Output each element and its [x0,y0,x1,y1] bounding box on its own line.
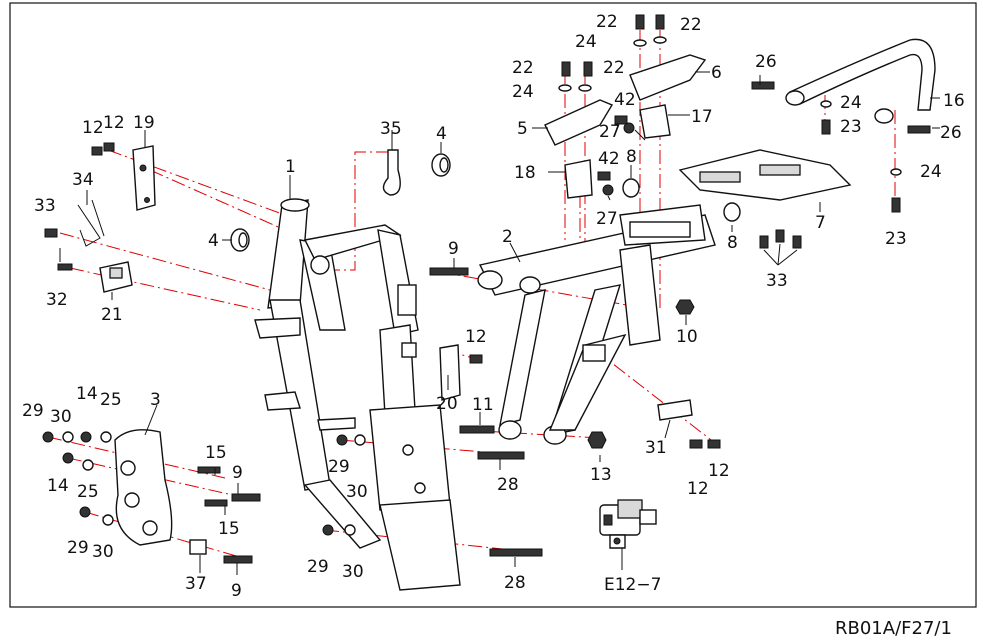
callout-26b: 26 [940,123,962,143]
callout-12a: 12 [82,118,104,138]
callout-10: 10 [676,327,698,347]
rear-subframe [477,204,716,445]
callout-42a: 42 [614,90,636,110]
callout-5: 5 [517,119,528,139]
callout-22d: 22 [603,58,625,78]
callout-34: 34 [72,170,94,190]
callout-22a: 22 [596,12,618,32]
callout-12c: 12 [465,327,487,347]
callout-3: 3 [150,390,161,410]
callout-12b: 12 [103,113,125,133]
callout-28b: 28 [504,573,526,593]
wire-clip-34 [77,199,105,247]
callout-35: 35 [380,119,402,139]
callout-9b: 9 [232,463,243,483]
callout-24c: 24 [840,93,862,113]
callout-4a: 4 [208,231,219,251]
callout-7: 7 [815,213,826,233]
callout-28a: 28 [497,475,519,495]
callout-9a: 9 [448,239,459,259]
grab-handle-16 [788,38,936,111]
callout-29b: 29 [67,538,89,558]
callout-4b: 4 [436,124,447,144]
callout-20: 20 [436,394,458,414]
bracket-17 [639,104,671,139]
callout-24b: 24 [512,82,534,102]
callout-6: 6 [711,63,722,83]
callout-19: 19 [133,113,155,133]
left-parts [44,142,451,293]
callout-30d: 30 [342,562,364,582]
main-frame [254,198,461,591]
diagram-border [9,2,977,608]
callout-1: 1 [285,157,296,177]
callout-21: 21 [101,305,123,325]
skid-plate-3 [114,429,173,546]
bracket-20 [439,344,461,401]
bracket-18 [564,159,593,199]
sensor-e12 [599,499,657,549]
bracket-5 [544,99,614,146]
assembly-lines [47,30,896,561]
callout-24d: 24 [920,162,942,182]
callout-30a: 30 [50,407,72,427]
callout-29c: 29 [328,457,350,477]
callout-9c: 9 [231,581,242,601]
callout-24a: 24 [575,32,597,52]
callout-37: 37 [185,574,207,594]
callout-11: 11 [472,395,494,415]
grommet-4b [431,153,451,177]
callout-25a: 25 [100,390,122,410]
callout-14b: 14 [47,476,69,496]
callout-22b: 22 [680,15,702,35]
mid-hardware [322,267,721,557]
bracket-6 [629,54,707,101]
callout-23b: 23 [885,229,907,249]
callout-30c: 30 [346,482,368,502]
callout-8a: 8 [626,147,637,167]
callout-31: 31 [645,438,667,458]
clamp-35 [382,149,401,196]
callout-22c: 22 [512,58,534,78]
callout-e12: E12−7 [604,575,661,595]
callout-13: 13 [590,465,612,485]
callout-18: 18 [514,163,536,183]
callout-2: 2 [502,227,513,247]
callout-29a: 29 [22,401,44,421]
bracket-31 [657,399,693,421]
callout-17: 17 [691,107,713,127]
upper-right-parts [544,14,936,266]
grommet-4a [230,228,250,252]
callout-23a: 23 [840,117,862,137]
callout-15b: 15 [218,519,240,539]
callout-12d: 12 [687,479,709,499]
callout-8b: 8 [727,233,738,253]
callout-27b: 27 [596,209,618,229]
leader-lines [59,71,940,575]
callout-30b: 30 [92,542,114,562]
skid-plate-group [42,429,261,564]
callout-33a: 33 [34,196,56,216]
callout-33b: 33 [766,271,788,291]
callout-15a: 15 [205,443,227,463]
callout-14a: 14 [76,384,98,404]
callout-labels: 1 2 3 4 4 5 6 7 8 8 9 9 9 10 11 12 12 12… [22,12,965,601]
callout-16: 16 [943,91,965,111]
callout-27a: 27 [599,122,621,142]
callout-26a: 26 [755,52,777,72]
bracket-19 [132,145,156,211]
callout-29d: 29 [307,557,329,577]
callout-12e: 12 [708,461,730,481]
callout-25b: 25 [77,482,99,502]
clip-37 [189,539,207,555]
callout-42b: 42 [598,149,620,169]
diagram-reference: RB01A/F27/1 [835,618,952,639]
callout-32: 32 [46,290,68,310]
